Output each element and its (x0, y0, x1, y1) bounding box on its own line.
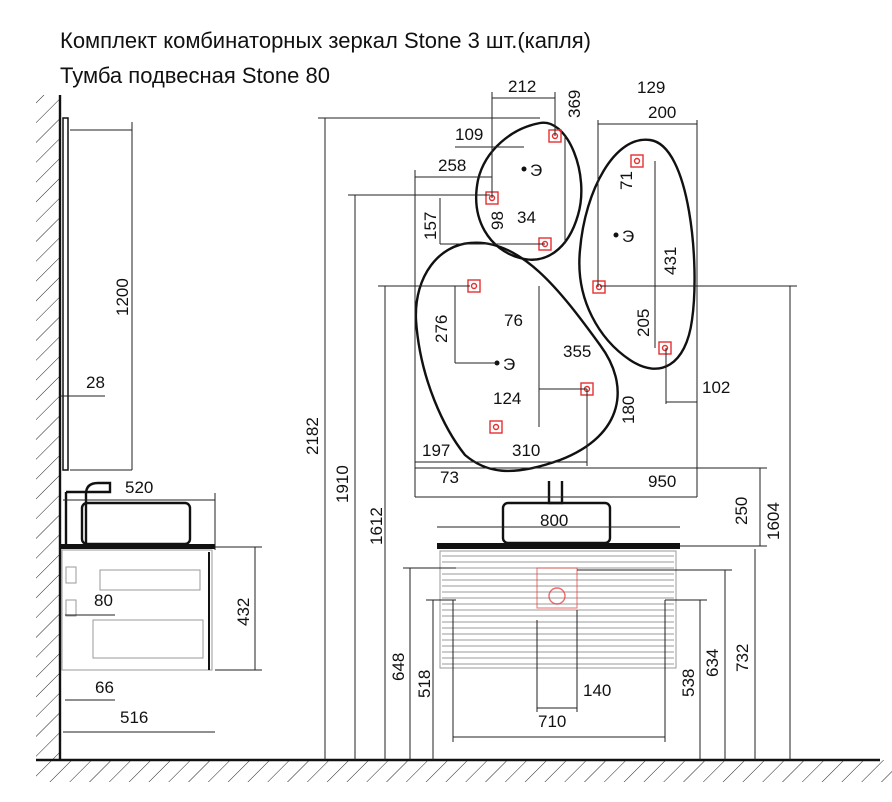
faucet-side (64, 481, 112, 544)
dim-800: 800 (540, 511, 568, 530)
dim-310: 310 (512, 441, 540, 460)
dim-950: 950 (648, 472, 676, 491)
dim-1604: 1604 (764, 502, 783, 540)
dim-369: 369 (565, 90, 584, 118)
mirror-right (578, 138, 696, 370)
dim-634: 634 (703, 649, 722, 677)
dim-28: 28 (86, 373, 105, 392)
front-view (437, 481, 680, 669)
countertop-side (60, 544, 215, 549)
dim-258: 258 (438, 156, 466, 175)
wall (36, 95, 62, 760)
mount-marker (489, 420, 503, 434)
dim-732: 732 (733, 644, 752, 672)
dim-212: 212 (508, 77, 536, 96)
dim-710: 710 (538, 712, 566, 731)
mirror-side-profile (62, 117, 69, 471)
cabinet-title: Тумба подвесная Stone 80 (60, 63, 330, 88)
dimension-labels: 212 369 129 200 109 258 157 98 34 71 431… (86, 77, 783, 731)
mount-markers (467, 129, 672, 434)
faucet-front (547, 481, 564, 505)
dim-76: 76 (504, 311, 523, 330)
dim-129: 129 (637, 78, 665, 97)
dim-80: 80 (94, 591, 113, 610)
mirror-set-title: Комплект комбинаторных зеркал Stone 3 шт… (60, 28, 591, 53)
dim-516: 516 (120, 708, 148, 727)
dim-66: 66 (95, 678, 114, 697)
dim-276: 276 (432, 315, 451, 343)
dim-124: 124 (493, 389, 521, 408)
dim-1200: 1200 (113, 278, 132, 316)
dim-431: 431 (661, 247, 680, 275)
dim-180: 180 (619, 396, 638, 424)
dim-520: 520 (125, 478, 153, 497)
mirror-large (414, 241, 619, 473)
dim-205: 205 (634, 309, 653, 337)
dim-1612: 1612 (367, 507, 386, 545)
dim-140: 140 (583, 681, 611, 700)
dim-355: 355 (563, 342, 591, 361)
mirrors: Э Э Э (414, 121, 696, 473)
sink-side (80, 501, 192, 546)
cabinet-side (61, 549, 213, 671)
dim-250: 250 (732, 497, 751, 525)
dim-648: 648 (389, 653, 408, 681)
dim-102: 102 (702, 378, 730, 397)
dim-2182: 2182 (303, 417, 322, 455)
dim-34: 34 (517, 208, 536, 227)
socket-symbol: Э (622, 227, 634, 246)
mount-marker (592, 280, 606, 294)
mount-marker (630, 154, 644, 168)
dim-73: 73 (440, 468, 459, 487)
mount-marker (658, 341, 672, 355)
socket-symbol: Э (503, 355, 515, 374)
dim-157: 157 (421, 212, 440, 240)
dim-71: 71 (617, 171, 636, 190)
dim-200: 200 (648, 103, 676, 122)
dim-98: 98 (488, 211, 507, 230)
countertop-front (437, 543, 680, 549)
dim-432: 432 (234, 598, 253, 626)
dim-197: 197 (422, 441, 450, 460)
side-view (60, 117, 215, 671)
dim-109: 109 (455, 125, 483, 144)
dim-538: 538 (679, 669, 698, 697)
floor (36, 758, 892, 782)
cabinet-front (439, 550, 677, 669)
dimension-lines (60, 92, 797, 760)
socket-symbol: Э (530, 161, 542, 180)
dim-1910: 1910 (333, 465, 352, 503)
dim-518: 518 (415, 670, 434, 698)
